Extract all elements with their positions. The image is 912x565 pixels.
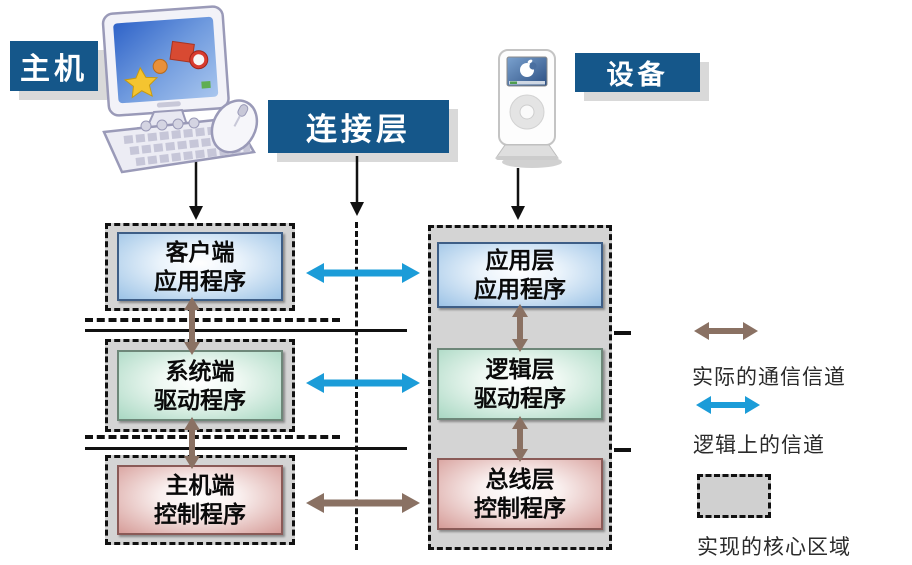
application-layer-line2: 应用程序 [474, 276, 566, 302]
legend-logical-channel-arrow-icon [696, 396, 760, 414]
legend-core-area-label: 实现的核心区域 [697, 536, 851, 559]
legend-actual-channel-arrow-icon [694, 322, 758, 340]
logical-layer-line1: 逻辑层 [485, 356, 555, 383]
host-controller-box: 主机端 控制程序 [117, 465, 283, 535]
logical-channel-arrow-row2 [306, 373, 420, 393]
actual-channel-arrow-row3 [306, 493, 420, 513]
application-layer-box: 应用层 应用程序 [437, 242, 603, 308]
host-controller-line1: 主机端 [165, 472, 235, 499]
system-driver-box: 系统端 驱动程序 [117, 350, 283, 421]
separator-1-solid [85, 329, 407, 332]
separator-2-solid [85, 447, 407, 450]
legend-logical-channel-label: 逻辑上的信道 [693, 434, 825, 457]
desktop-computer-icon [101, 5, 259, 174]
connection-down-arrow [350, 156, 364, 216]
system-driver-line1: 系统端 [165, 357, 235, 384]
ipod-icon [495, 49, 562, 168]
connection-layer-label: 连接层 [268, 100, 449, 153]
client-application-line1: 客户端 [165, 238, 235, 265]
system-driver-line2: 驱动程序 [154, 386, 246, 413]
bus-layer-line1: 总线层 [485, 466, 555, 493]
legend-core-area-swatch [697, 474, 771, 518]
actual-channel-varrow-host-1 [184, 297, 200, 355]
separator-2-right-tick [614, 448, 631, 452]
separator-1-right-tick [614, 331, 631, 335]
actual-channel-varrow-device-1 [512, 304, 528, 352]
client-application-line2: 应用程序 [154, 267, 246, 294]
logical-layer-box: 逻辑层 驱动程序 [437, 348, 603, 420]
host-label: 主机 [10, 41, 98, 91]
client-application-box: 客户端 应用程序 [117, 232, 283, 301]
application-layer-line1: 应用层 [485, 247, 555, 274]
separator-2-dashed [85, 435, 340, 439]
host-controller-line2: 控制程序 [154, 501, 246, 527]
bus-layer-line2: 控制程序 [474, 495, 566, 521]
actual-channel-varrow-device-2 [512, 416, 528, 462]
bus-layer-box: 总线层 控制程序 [437, 458, 603, 530]
logical-layer-line2: 驱动程序 [474, 385, 566, 411]
legend-actual-channel-label: 实际的通信信道 [692, 366, 846, 389]
device-down-arrow [511, 168, 525, 220]
device-label: 设备 [575, 53, 700, 92]
actual-channel-varrow-host-2 [184, 417, 200, 469]
host-down-arrow [189, 158, 203, 220]
logical-channel-arrow-row1 [306, 263, 420, 283]
separator-1-dashed [85, 318, 340, 322]
